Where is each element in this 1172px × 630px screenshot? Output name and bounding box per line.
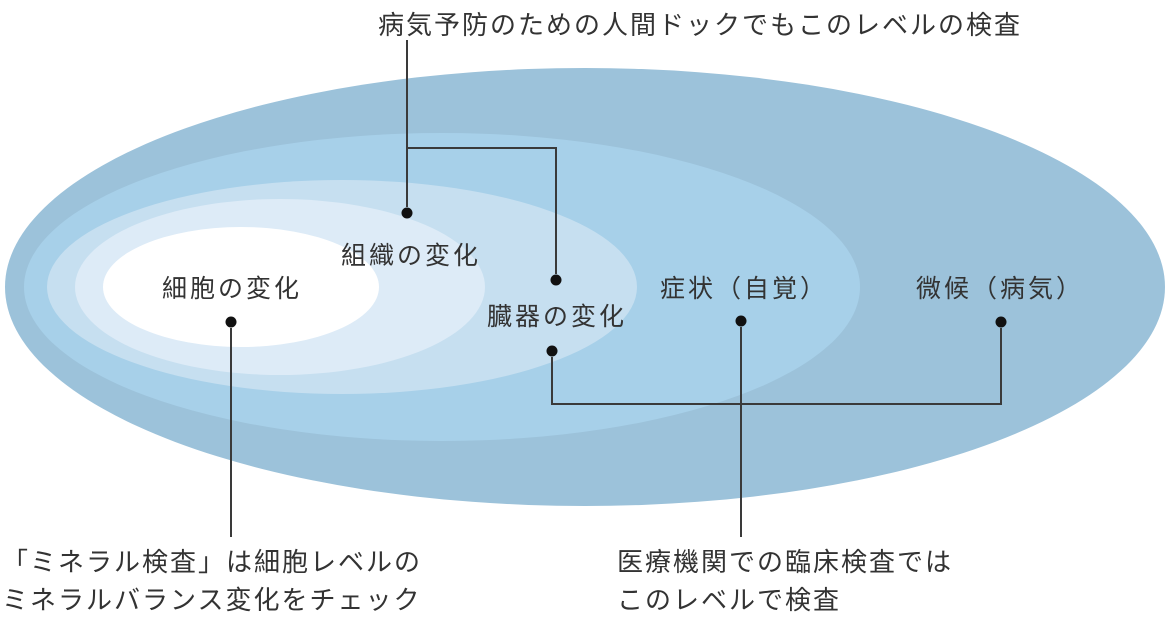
dot-cell-change	[225, 316, 237, 328]
dot-tissue-change	[401, 207, 413, 219]
label-tissue-change: 組織の変化	[340, 242, 482, 270]
dot-organ-change-top	[550, 274, 562, 286]
annotation-mineral-test-line1: 「ミネラル検査」は細胞レベルの	[2, 547, 423, 577]
annotation-mineral-test-line2: ミネラルバランス変化をチェック	[2, 585, 422, 615]
dot-sign	[995, 316, 1007, 328]
annotation-clinical-test-line1: 医療機関での臨床検査では	[617, 547, 954, 577]
ellipse-cell-level	[103, 227, 379, 347]
annotation-clinical-test: 医療機関での臨床検査では このレベルで検査	[617, 543, 953, 619]
annotation-mineral-test: 「ミネラル検査」は細胞レベルの ミネラルバランス変化をチェック	[2, 543, 422, 619]
label-symptom: 症状（自覚）	[659, 275, 829, 303]
dot-symptom	[735, 315, 747, 327]
label-cell-change: 細胞の変化	[161, 275, 303, 303]
connector-top-annotation	[406, 40, 557, 274]
label-sign-disease: 微候（病気）	[915, 275, 1085, 303]
label-organ-change: 臓器の変化	[486, 303, 628, 331]
connector-bottom-right-annotation	[551, 327, 1002, 537]
dot-organ-change-bottom	[546, 345, 558, 357]
annotation-health-checkup: 病気予防のための人間ドックでもこのレベルの検査	[378, 10, 1023, 40]
annotation-clinical-test-line2: このレベルで検査	[617, 585, 842, 615]
